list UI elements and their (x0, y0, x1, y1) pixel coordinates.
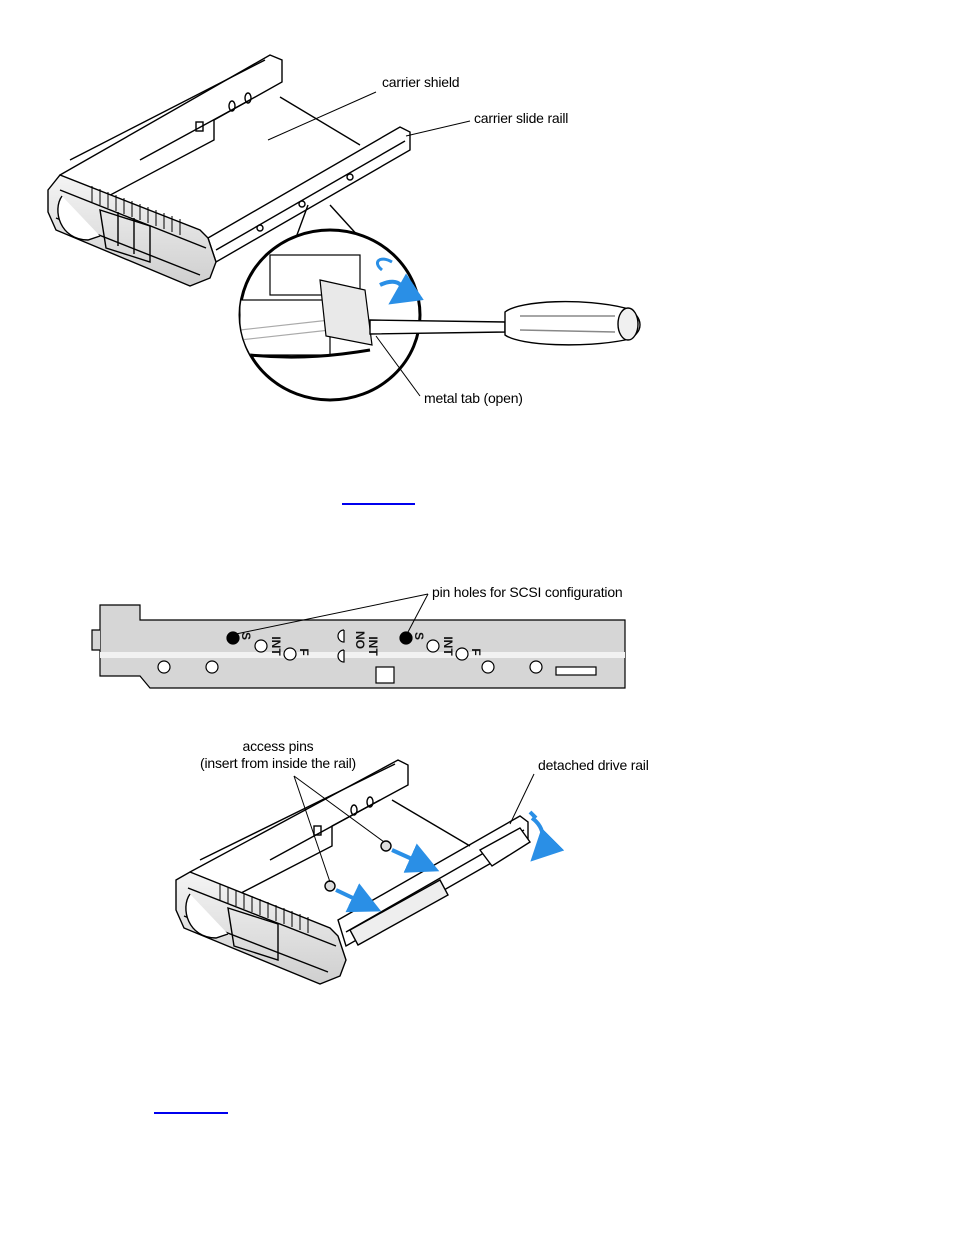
callout-pin-holes-scsi: pin holes for SCSI configuration (432, 584, 623, 600)
screwdriver-icon (369, 300, 641, 346)
rail-label-f-2: F (469, 648, 483, 655)
insert-direction-arrows (335, 810, 565, 913)
rail-label-int-1: INT (269, 636, 283, 656)
rail-label-s-2: S (412, 632, 426, 640)
rail-label-f-1: F (297, 648, 311, 655)
carrier-1 (47, 54, 411, 287)
callout-access-pins: access pins (insert from inside the rail… (199, 738, 357, 771)
rail-label-no-int: INT (366, 636, 380, 656)
drive-rail-pin-holes-illustration (91, 604, 626, 689)
carrier-2 (175, 759, 532, 985)
callout-metal-tab: metal tab (open) (424, 390, 523, 406)
figure-link-2[interactable] (154, 1112, 228, 1114)
callout-detached-drive-rail: detached drive rail (538, 757, 649, 773)
rail-label-s-1: S (239, 632, 253, 640)
figure-link-1[interactable] (342, 503, 415, 505)
callout-carrier-slide-rail: carrier slide raill (474, 110, 569, 126)
metal-tab-zoom-view (238, 228, 424, 402)
rail-pin-labels: S INT F NO INT S INT F (239, 631, 483, 656)
rail-label-int-2: INT (441, 636, 455, 656)
rail-label-no: NO (353, 631, 367, 649)
callout-carrier-shield: carrier shield (382, 74, 460, 90)
